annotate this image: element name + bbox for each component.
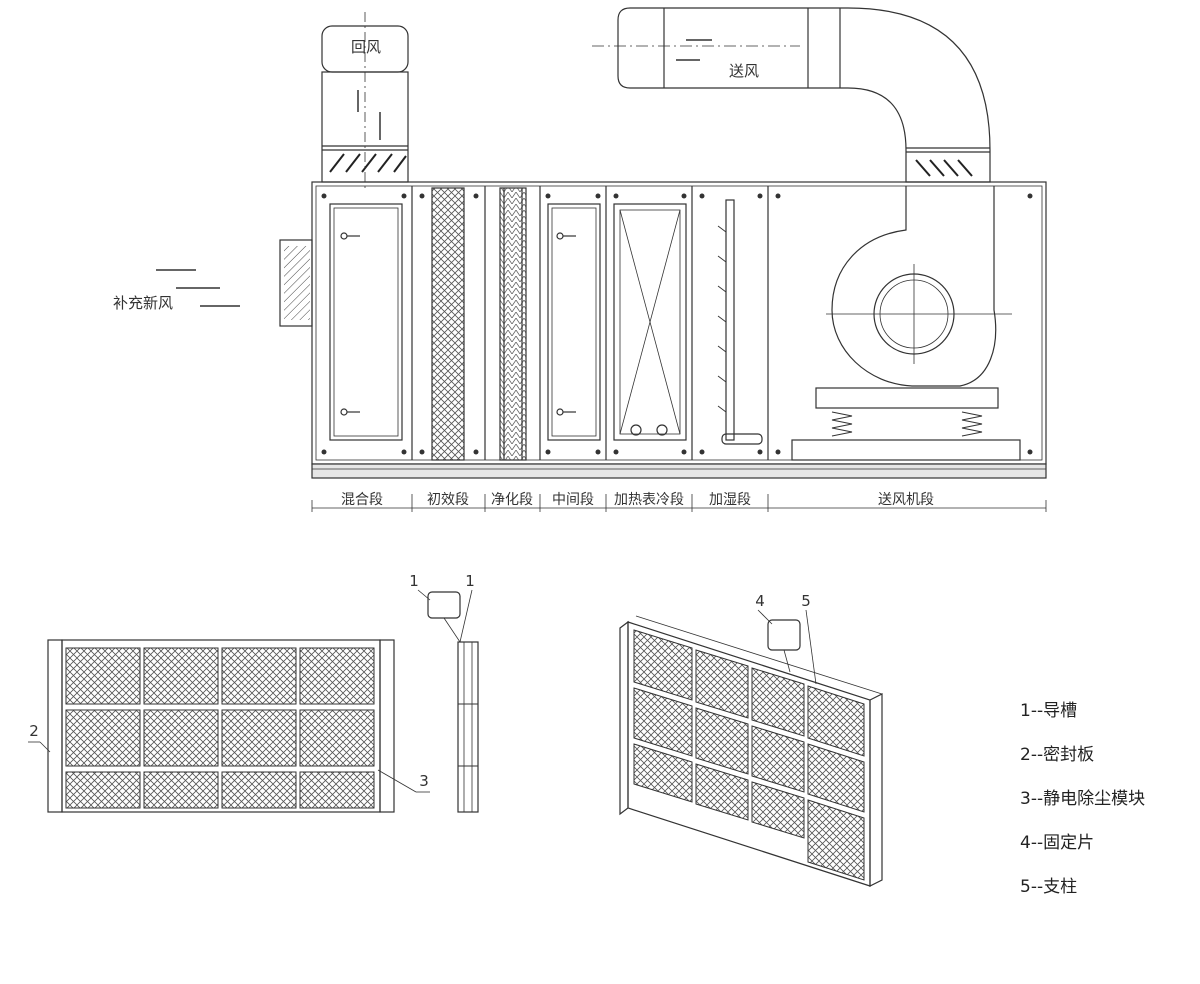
fresh-air-label: 补充新风 (113, 294, 173, 312)
legend-item-module: 3--静电除尘模块 (1020, 789, 1145, 809)
callout-post: 5 (801, 592, 811, 610)
legend-item-post: 5--支柱 (1020, 877, 1077, 897)
section-label-purification: 净化段 (491, 492, 533, 508)
callout-fixing-plate: 4 (755, 592, 765, 610)
spring-right-icon (961, 411, 983, 437)
return-air-label: 回风 (351, 38, 381, 56)
section-label-humidify: 加湿段 (709, 492, 751, 508)
callout-guide-a: 1 (409, 572, 419, 590)
legend-item-seal-plate: 2--密封板 (1020, 745, 1094, 765)
supply-air-label: 送风 (729, 62, 759, 80)
callout-seal-plate: 2 (29, 722, 39, 740)
callout-guide-b: 1 (465, 572, 475, 590)
section-labels: 混合段 初效段 净化段 中间段 加热表冷段 加湿段 送风机段 (341, 491, 934, 508)
section-label-intermediate: 中间段 (552, 492, 594, 508)
supply-air-duct (592, 7, 991, 183)
callout-module: 3 (419, 772, 429, 790)
section-label-mixing: 混合段 (341, 492, 383, 508)
air-handling-unit (156, 7, 1047, 512)
filter-side-view (417, 589, 479, 813)
spring-left-icon (831, 411, 853, 437)
filter-perspective-view (619, 609, 883, 887)
legend: 1--导槽 2--密封板 3--静电除尘模块 4--固定片 5--支柱 (1020, 701, 1145, 897)
section-label-primary: 初效段 (427, 491, 469, 508)
section-label-coil: 加热表冷段 (614, 492, 684, 508)
legend-item-guide-slot: 1--导槽 (1020, 701, 1077, 721)
filter-front-view (28, 639, 430, 813)
section-label-fan: 送风机段 (878, 492, 934, 508)
legend-item-fixing-plate: 4--固定片 (1020, 833, 1094, 853)
return-air-duct (321, 12, 409, 190)
